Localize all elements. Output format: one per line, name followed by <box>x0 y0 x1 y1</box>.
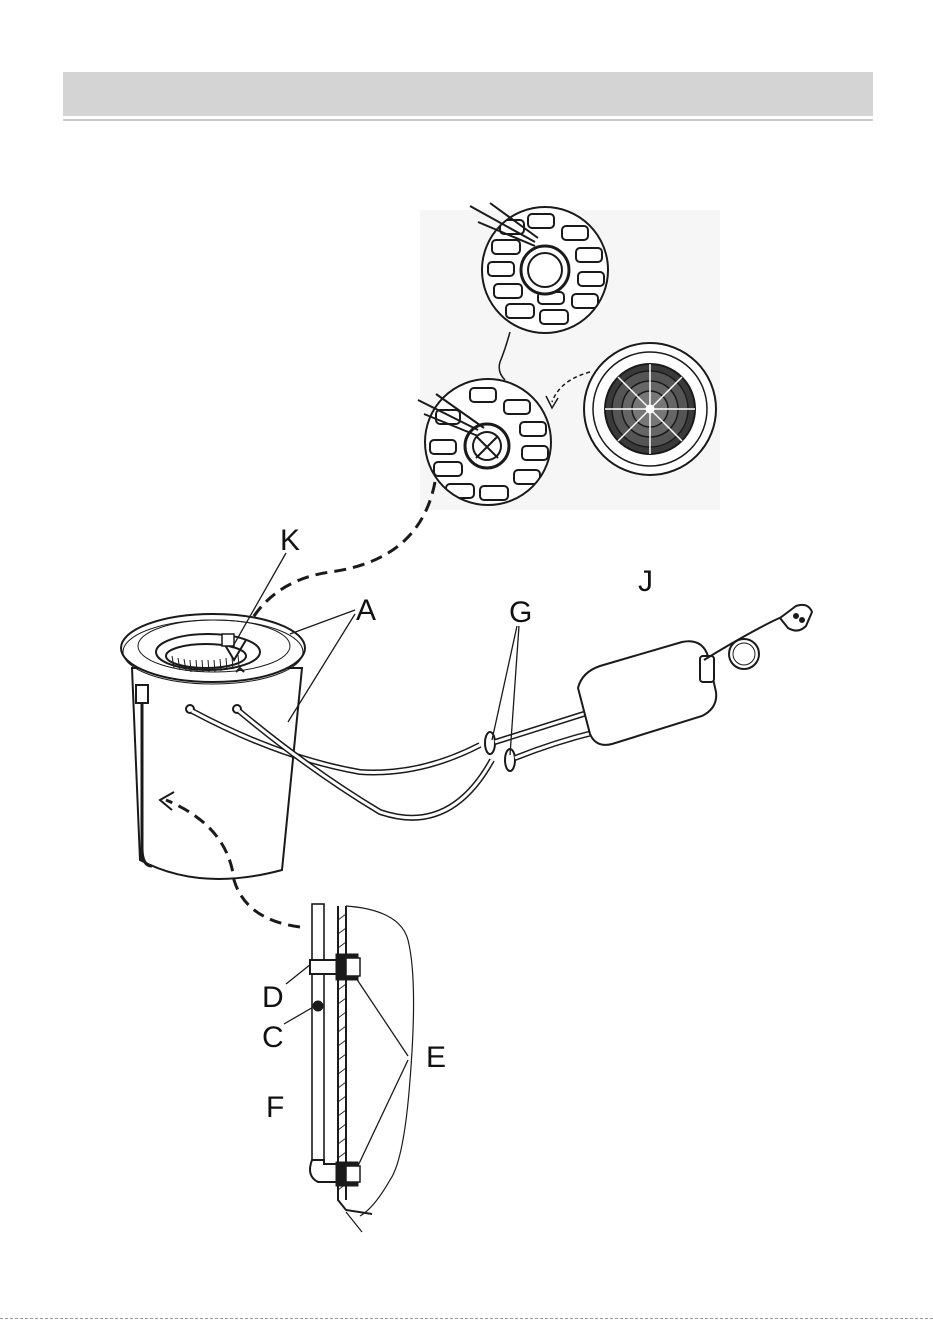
detail-circle-top <box>482 207 608 333</box>
detail-circle-middle <box>425 379 551 505</box>
callout-c: C <box>262 1023 284 1053</box>
callout-f: F <box>266 1093 284 1123</box>
wall-section <box>310 904 414 1232</box>
page-edge-marks <box>0 1318 933 1319</box>
callout-g: G <box>509 598 532 628</box>
dashed-arrow-skimmer <box>240 482 435 644</box>
callout-k: K <box>280 526 300 556</box>
callout-a: A <box>356 596 376 626</box>
callout-d: D <box>262 983 284 1013</box>
skimmer-cover <box>584 343 716 475</box>
pump-unit <box>578 605 812 745</box>
callout-j: J <box>638 567 653 597</box>
callout-e: E <box>426 1043 446 1073</box>
